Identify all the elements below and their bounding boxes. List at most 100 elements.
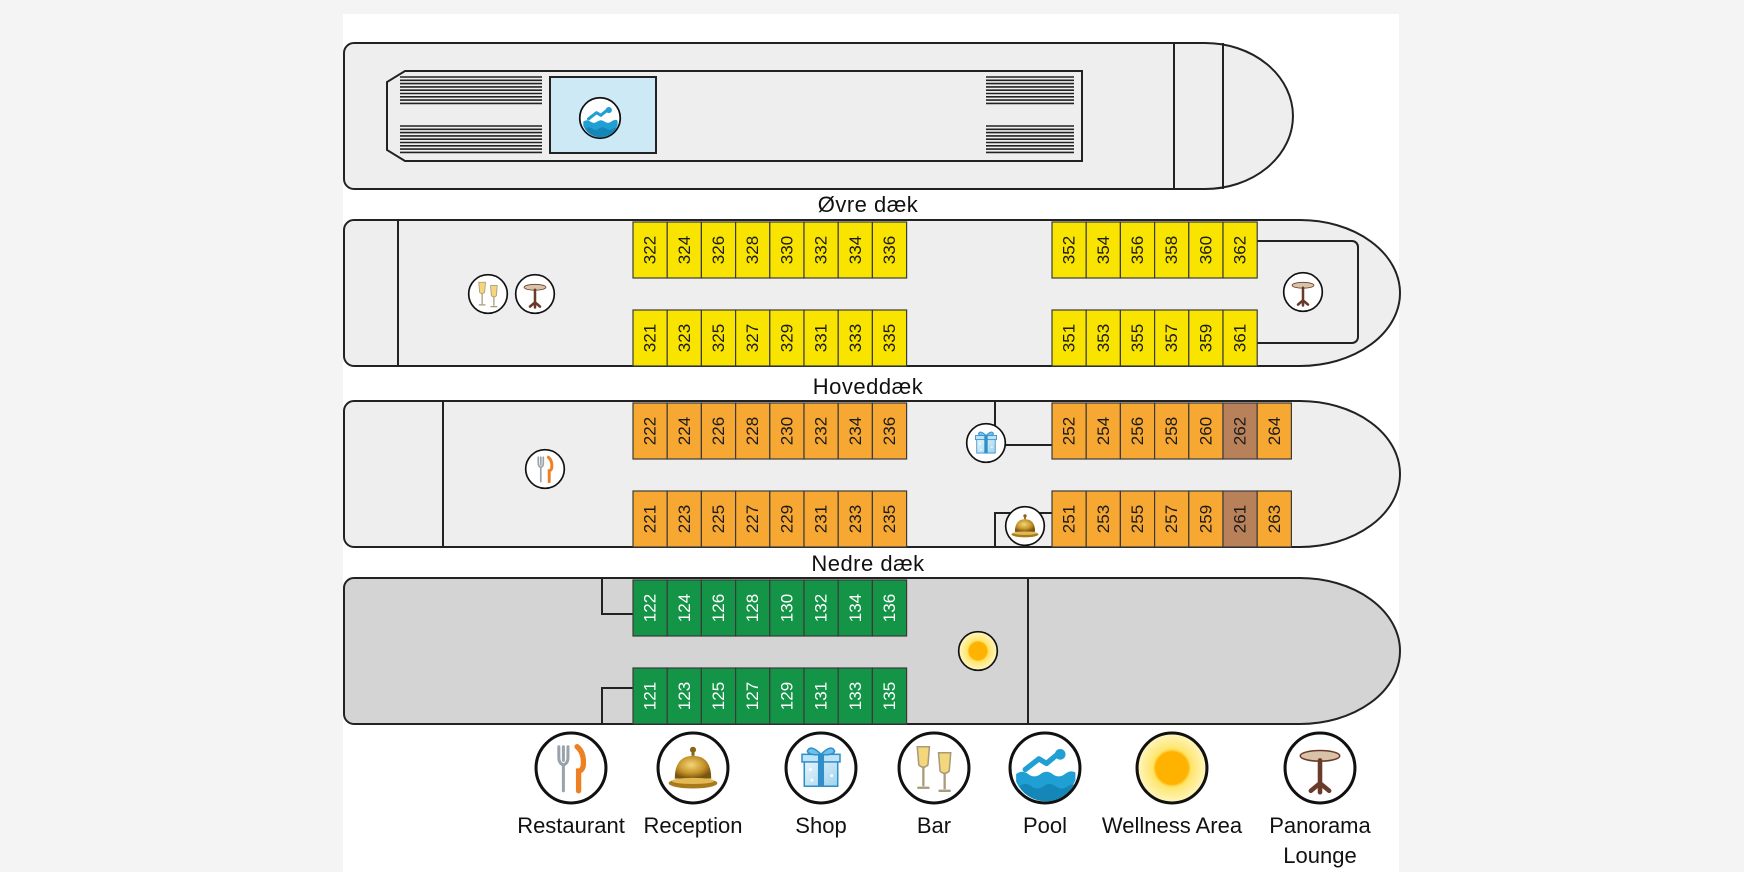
cabin-box[interactable] [700, 402, 737, 460]
cabin-box[interactable] [837, 667, 874, 725]
cabin-box[interactable] [803, 667, 839, 725]
cabin[interactable]: 228 [734, 402, 771, 460]
cabin-box[interactable] [769, 579, 805, 637]
cabin[interactable]: 322 [632, 221, 668, 279]
cabin-box[interactable] [769, 667, 805, 725]
cabin[interactable]: 135 [871, 667, 908, 725]
cabin[interactable]: 122 [632, 579, 668, 637]
cabin[interactable]: 126 [700, 579, 737, 637]
cabin-box[interactable] [700, 579, 737, 637]
cabin-box[interactable] [700, 309, 737, 367]
cabin-box[interactable] [871, 309, 908, 367]
cabin-box[interactable] [632, 402, 668, 460]
cabin-box[interactable] [769, 402, 805, 460]
cabin-box[interactable] [769, 309, 805, 367]
cabin[interactable]: 221 [632, 490, 668, 548]
cabin[interactable]: 332 [803, 221, 839, 279]
cabin[interactable]: 129 [769, 667, 805, 725]
cabin-box[interactable] [1119, 402, 1156, 460]
cabin-box[interactable] [837, 309, 874, 367]
cabin[interactable]: 328 [734, 221, 771, 279]
cabin[interactable]: 128 [734, 579, 771, 637]
cabin-box[interactable] [1119, 309, 1156, 367]
cabin-box[interactable] [871, 490, 908, 548]
cabin[interactable]: 123 [666, 667, 703, 725]
cabin[interactable]: 361 [1222, 309, 1258, 367]
cabin[interactable]: 264 [1256, 402, 1292, 460]
cabin[interactable]: 124 [666, 579, 703, 637]
cabin-box[interactable] [803, 579, 839, 637]
cabin[interactable]: 257 [1153, 490, 1190, 548]
cabin-box[interactable] [1085, 309, 1121, 367]
cabin[interactable]: 321 [632, 309, 668, 367]
cabin-box[interactable] [1188, 490, 1224, 548]
cabin[interactable]: 252 [1051, 402, 1087, 460]
cabin-box[interactable] [1153, 402, 1190, 460]
cabin[interactable]: 255 [1119, 490, 1156, 548]
cabin[interactable]: 258 [1153, 402, 1190, 460]
cabin[interactable]: 121 [632, 667, 668, 725]
cabin[interactable]: 362 [1222, 221, 1258, 279]
cabin-box[interactable] [632, 221, 668, 279]
cabin[interactable]: 260 [1188, 402, 1224, 460]
cabin-box[interactable] [1256, 490, 1292, 548]
cabin-box[interactable] [1051, 309, 1087, 367]
cabin[interactable]: 352 [1051, 221, 1087, 279]
cabin-box[interactable] [1085, 402, 1121, 460]
cabin-box[interactable] [666, 221, 703, 279]
cabin[interactable]: 229 [769, 490, 805, 548]
cabin[interactable]: 224 [666, 402, 703, 460]
cabin[interactable]: 351 [1051, 309, 1087, 367]
cabin[interactable]: 230 [769, 402, 805, 460]
cabin-box[interactable] [871, 221, 908, 279]
cabin[interactable]: 223 [666, 490, 703, 548]
cabin[interactable]: 231 [803, 490, 839, 548]
cabin[interactable]: 256 [1119, 402, 1156, 460]
cabin[interactable]: 333 [837, 309, 874, 367]
cabin[interactable]: 355 [1119, 309, 1156, 367]
cabin[interactable]: 222 [632, 402, 668, 460]
cabin[interactable]: 236 [871, 402, 908, 460]
cabin-box[interactable] [803, 221, 839, 279]
cabin[interactable]: 353 [1085, 309, 1121, 367]
cabin[interactable]: 359 [1188, 309, 1224, 367]
cabin-box[interactable] [803, 402, 839, 460]
cabin[interactable]: 261 [1222, 490, 1258, 548]
cabin[interactable]: 133 [837, 667, 874, 725]
cabin[interactable]: 356 [1119, 221, 1156, 279]
cabin[interactable]: 235 [871, 490, 908, 548]
cabin-box[interactable] [837, 579, 874, 637]
cabin-box[interactable] [1188, 221, 1224, 279]
cabin-box[interactable] [803, 490, 839, 548]
cabin[interactable]: 127 [734, 667, 771, 725]
cabin-box[interactable] [837, 402, 874, 460]
cabin-box[interactable] [666, 490, 703, 548]
cabin[interactable]: 226 [700, 402, 737, 460]
cabin[interactable]: 329 [769, 309, 805, 367]
cabin[interactable]: 227 [734, 490, 771, 548]
cabin-box[interactable] [734, 221, 771, 279]
cabin[interactable]: 323 [666, 309, 703, 367]
cabin[interactable]: 326 [700, 221, 737, 279]
cabin-box[interactable] [1051, 490, 1087, 548]
cabin-box[interactable] [1222, 402, 1258, 460]
cabin-box[interactable] [1256, 402, 1292, 460]
cabin[interactable]: 130 [769, 579, 805, 637]
cabin[interactable]: 327 [734, 309, 771, 367]
cabin[interactable]: 131 [803, 667, 839, 725]
cabin[interactable]: 134 [837, 579, 874, 637]
cabin[interactable]: 132 [803, 579, 839, 637]
cabin-box[interactable] [1188, 402, 1224, 460]
cabin[interactable]: 125 [700, 667, 737, 725]
cabin[interactable]: 335 [871, 309, 908, 367]
cabin-box[interactable] [1051, 402, 1087, 460]
cabin-box[interactable] [1188, 309, 1224, 367]
cabin-box[interactable] [837, 221, 874, 279]
cabin-box[interactable] [666, 402, 703, 460]
cabin-box[interactable] [871, 402, 908, 460]
cabin[interactable]: 354 [1085, 221, 1121, 279]
cabin-box[interactable] [666, 309, 703, 367]
cabin-box[interactable] [632, 579, 668, 637]
cabin-box[interactable] [1153, 490, 1190, 548]
cabin-box[interactable] [1153, 221, 1190, 279]
